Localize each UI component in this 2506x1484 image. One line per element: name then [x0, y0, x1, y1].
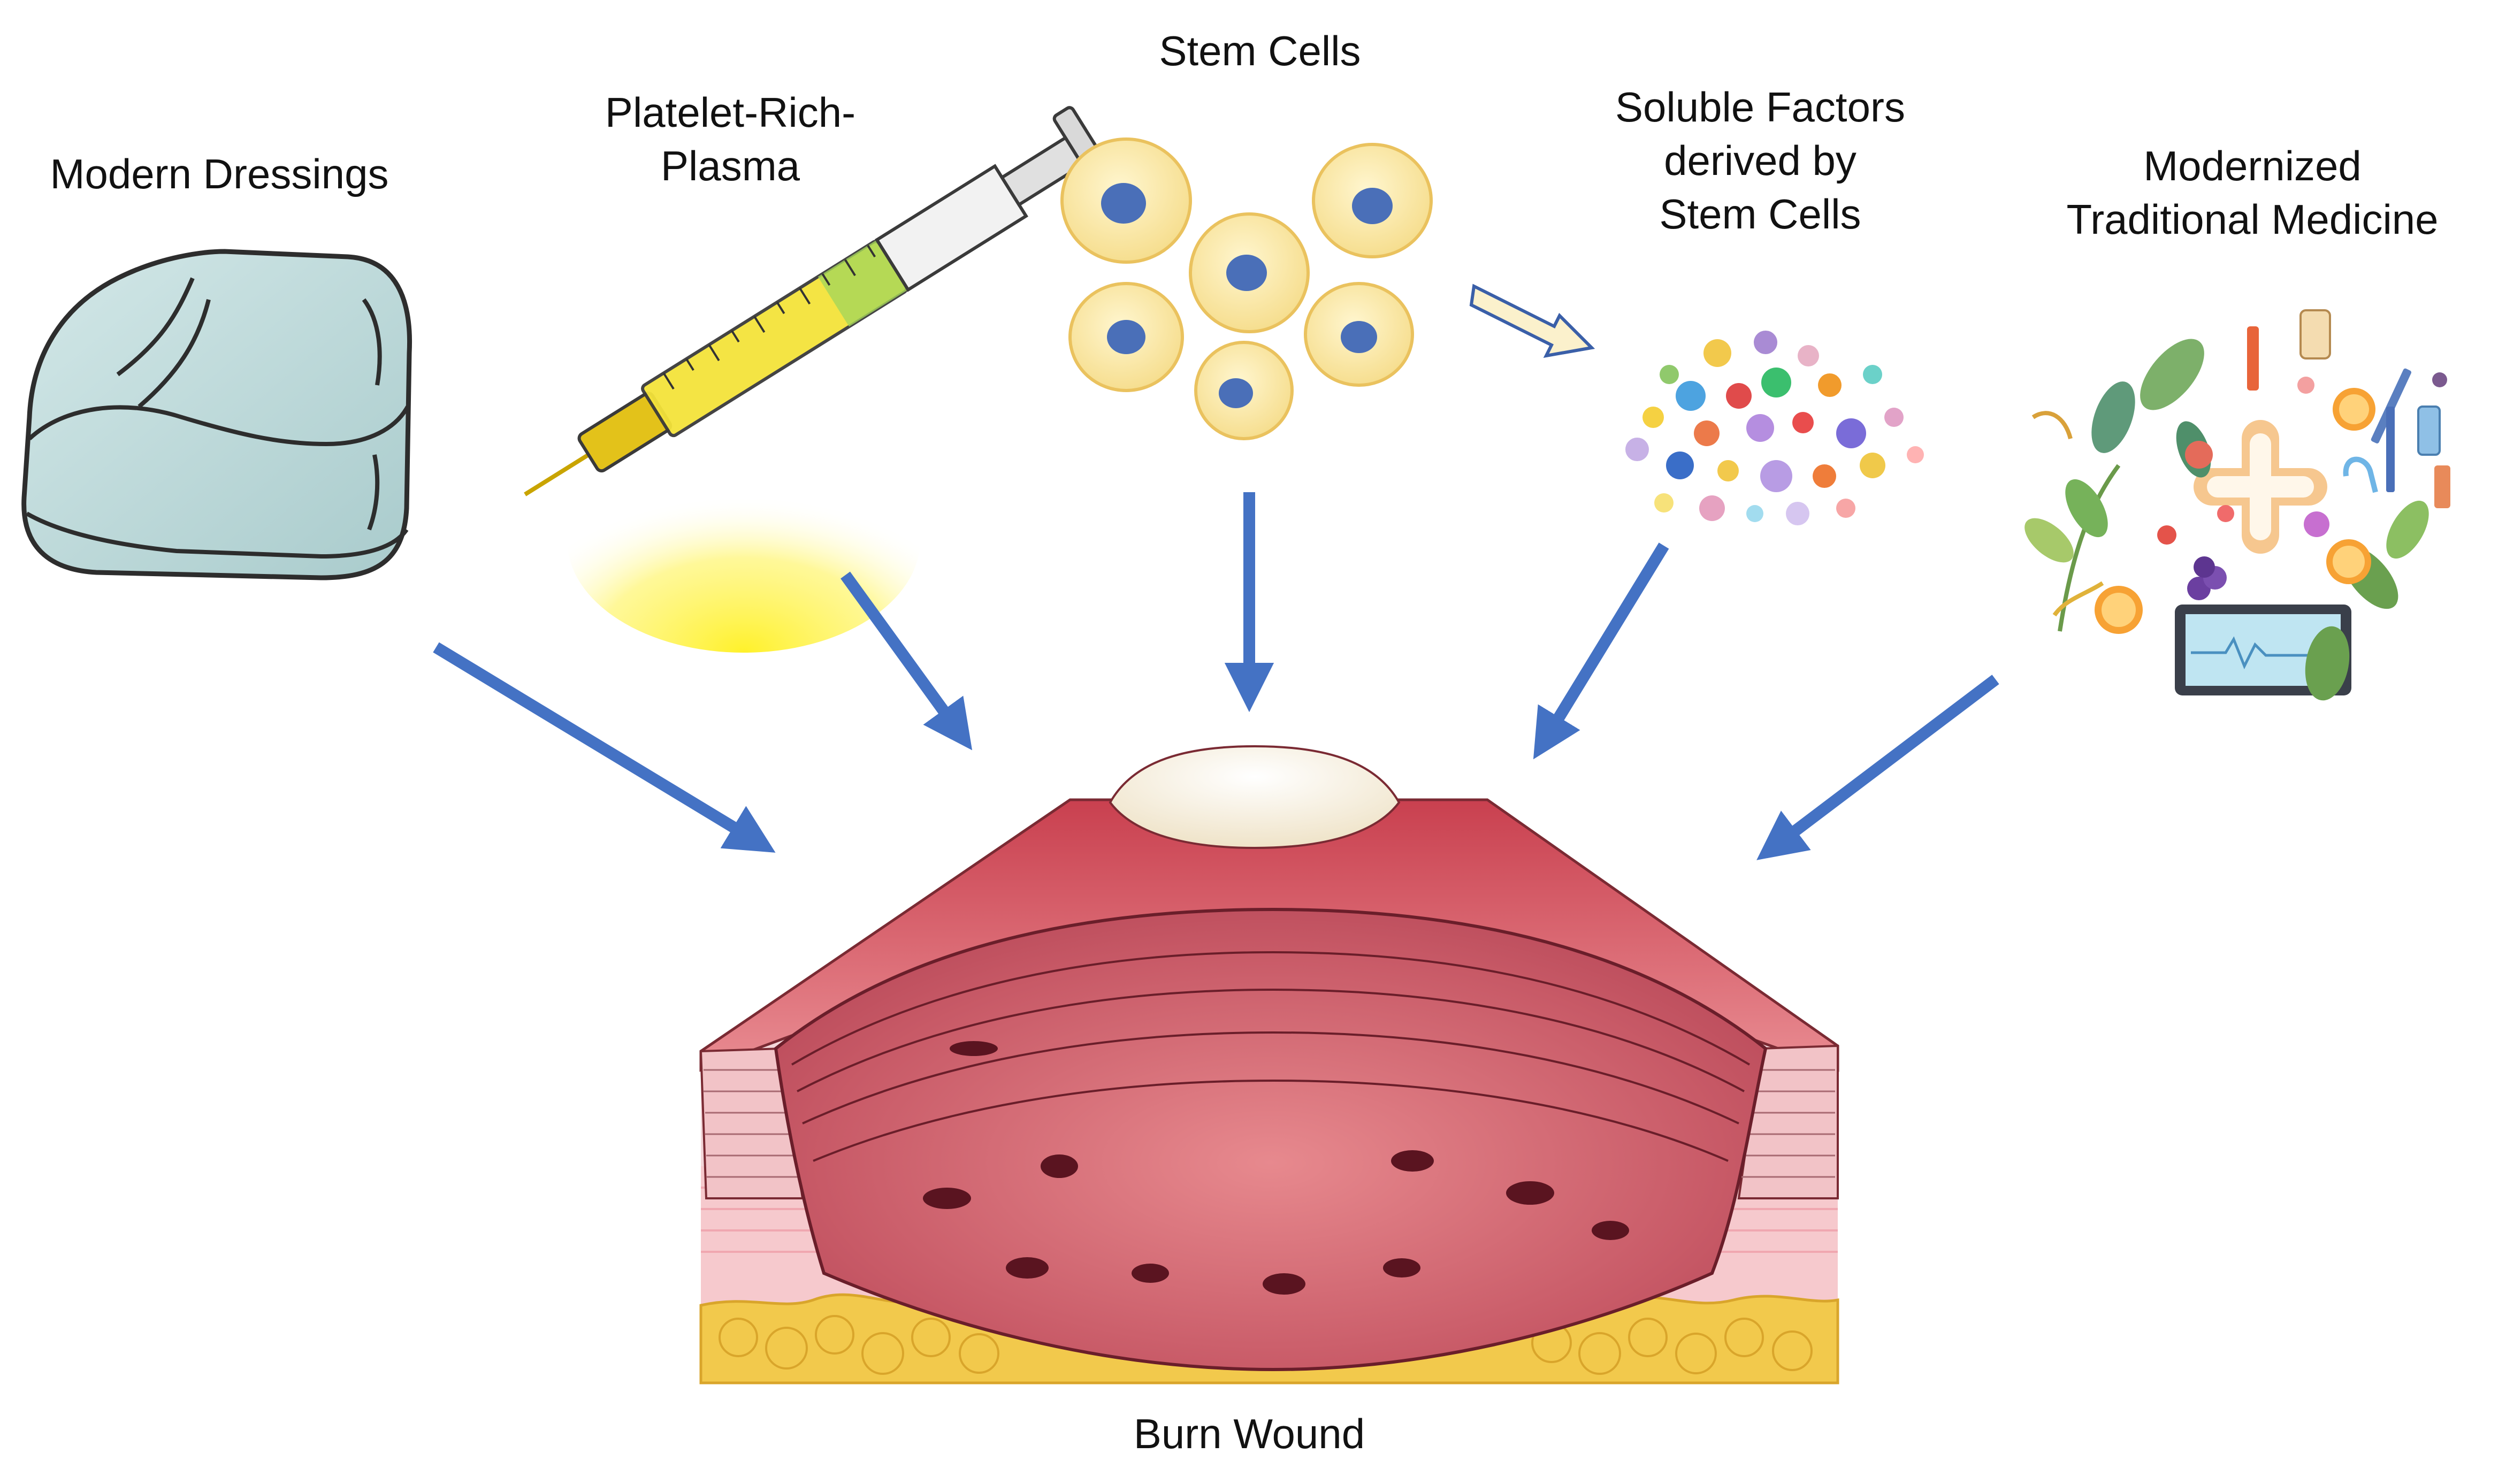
arrow-prp [841, 571, 973, 751]
stem-cells-icon [1060, 137, 1433, 440]
stem-cell [1312, 143, 1433, 258]
label-platelet-rich-plasma: Platelet-Rich- Plasma [605, 89, 856, 189]
burn-wound-illustration [699, 745, 1839, 1384]
label-soluble-factors: Soluble Factors derived by Stem Cells [1615, 83, 1905, 238]
arrow-traditional-medicine [1756, 675, 1999, 860]
label-traditional-medicine: Modernized Traditional Medicine [2066, 142, 2439, 243]
stem-cell [1194, 341, 1294, 440]
soluble-factors-icon [1625, 331, 1924, 525]
traditional-medicine-icon [2024, 309, 2450, 701]
dressing-icon [21, 249, 412, 580]
syringe-icon [524, 106, 1114, 653]
label-burn-wound: Burn Wound [1133, 1410, 1365, 1457]
stem-cell [1060, 137, 1192, 264]
stem-cell [1189, 212, 1310, 333]
secretion-arrow-icon [1469, 284, 1595, 358]
arrow-modern-dressings [433, 642, 776, 853]
label-modern-dressings: Modern Dressings [50, 150, 389, 197]
stem-cell [1068, 282, 1184, 392]
treatment-arrows [433, 492, 1999, 860]
arrow-soluble-factors [1533, 542, 1669, 760]
label-stem-cells: Stem Cells [1159, 27, 1361, 74]
stem-cell [1304, 282, 1414, 387]
